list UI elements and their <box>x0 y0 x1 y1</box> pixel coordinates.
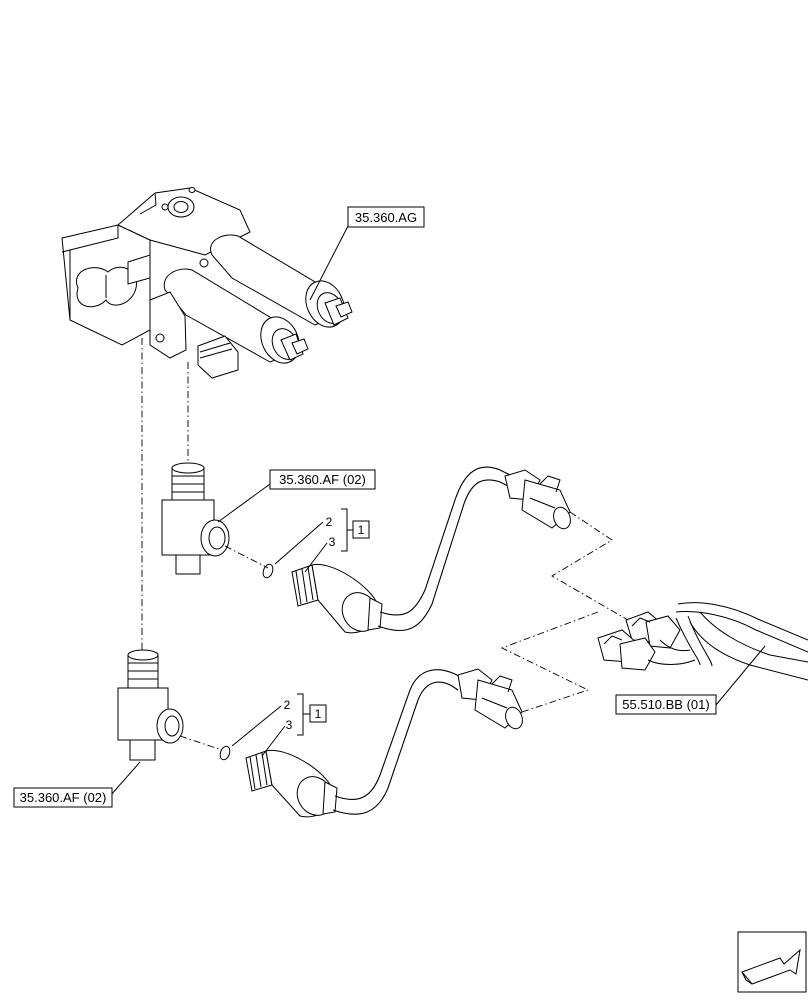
tee-fitting-lower <box>117 649 184 761</box>
item-number-o-ring-lower: 2 <box>284 698 291 712</box>
o-ring-lower <box>219 745 231 761</box>
callout-tee-lower-label: 35.360.AF (02) <box>20 790 107 805</box>
pressure-sensor-lower <box>245 749 338 818</box>
callout-harness[interactable]: 55.510.BB (01) <box>615 694 717 715</box>
item-number-sensor-lower: 3 <box>286 718 293 732</box>
o-ring-upper <box>262 563 274 579</box>
hose-lower <box>332 669 463 815</box>
leader-lines <box>109 225 766 797</box>
item-number-o-ring-upper: 2 <box>326 515 333 529</box>
connector-lower <box>457 668 523 730</box>
item-group-lower: 2 3 1 <box>284 693 327 736</box>
item-group-label-lower: 1 <box>315 707 322 721</box>
callout-harness-label: 55.510.BB (01) <box>622 697 709 712</box>
hose-upper <box>377 466 513 632</box>
item-number-sensor-upper: 3 <box>329 535 336 549</box>
tee-fitting-upper <box>161 462 230 575</box>
main-harness <box>597 602 808 681</box>
callout-valve-block[interactable]: 35.360.AG <box>347 206 425 228</box>
connector-upper <box>504 469 571 530</box>
valve-block <box>61 187 353 379</box>
item-group-upper: 2 3 1 <box>326 508 370 552</box>
pressure-sensor-upper <box>291 563 383 634</box>
callout-valve-block-label: 35.360.AG <box>355 210 417 225</box>
callout-tee-upper[interactable]: 35.360.AF (02) <box>269 469 376 490</box>
callout-tee-upper-label: 35.360.AF (02) <box>279 472 366 487</box>
item-group-label-upper: 1 <box>358 523 365 537</box>
callout-tee-lower[interactable]: 35.360.AF (02) <box>13 787 113 808</box>
center-lines <box>141 338 629 751</box>
previous-page-arrow-icon[interactable] <box>737 931 807 993</box>
